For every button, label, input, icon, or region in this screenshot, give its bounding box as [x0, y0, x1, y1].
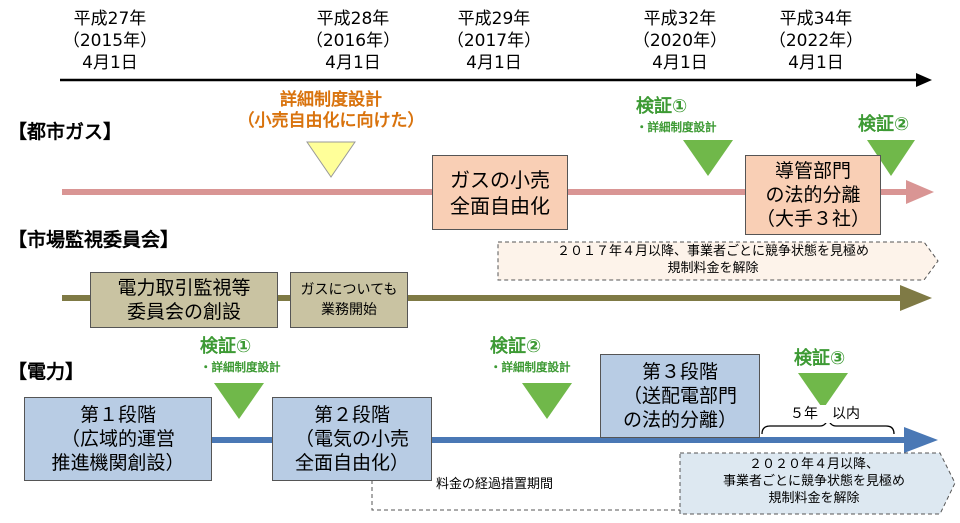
stage2-box: 第２段階 （電気の小売 全面自由化）	[272, 397, 432, 481]
five-year-label: ５年 以内	[790, 405, 860, 423]
market-arrowhead	[900, 285, 932, 311]
date-2022: 平成34年 （2022年） 4月1日	[768, 9, 864, 73]
gas-design-triangle	[306, 141, 356, 178]
ele-verify3-triangle	[798, 373, 848, 409]
section-gas: 【都市ガス】	[8, 121, 123, 143]
gas-arrowhead	[906, 180, 934, 204]
market-committee-box: 電力取引監視等 委員会の創設	[90, 272, 278, 328]
transition-bracket	[371, 452, 684, 511]
date-2015: 平成27年 （2015年） 4月1日	[62, 9, 158, 73]
ele-verify2-triangle	[522, 383, 572, 419]
ele-verify1-triangle	[214, 383, 264, 419]
date-2020: 平成32年 （2020年） 4月1日	[632, 9, 728, 73]
transition-label: 料金の経過措置期間	[436, 477, 554, 492]
market-gas-box: ガスについても 業務開始	[290, 272, 408, 328]
electricity-arrowhead	[904, 427, 938, 453]
gas-note: ２０１７年４月以降、事業者ごとに競争状態を見極め 規制料金を解除	[556, 244, 869, 276]
gas-verify1-title: 検証①	[636, 96, 688, 117]
ele-verify2-sub: ・詳細制度設計	[490, 360, 571, 374]
timeline-arrowhead	[916, 73, 932, 87]
ele-verify1-sub: ・詳細制度設計	[200, 360, 281, 374]
gas-note-shape	[497, 241, 939, 281]
gas-verify2-triangle	[867, 140, 915, 176]
date-2017: 平成29年 （2017年） 4月1日	[446, 9, 542, 73]
ele-note-shape	[679, 452, 956, 515]
section-market: 【市場監視委員会】	[8, 229, 180, 251]
ele-note: ２０２０年４月以降、 事業者ごとに競争状態を見極め 規制料金を解除	[722, 457, 905, 506]
gas-verify1-sub: ・詳細制度設計	[636, 120, 717, 134]
gas-design-label: 詳細制度設計 （小売自由化に向けた）	[237, 90, 425, 131]
gas-retail-box: ガスの小売 全面自由化	[432, 155, 568, 230]
ele-verify3-title: 検証③	[794, 348, 846, 369]
ele-verify1-title: 検証①	[200, 336, 252, 357]
gas-verify1-triangle	[683, 140, 733, 176]
stage3-box: 第３段階 （送配電部門 の法的分離）	[600, 354, 760, 438]
gas-verify2-title: 検証②	[858, 114, 910, 135]
stage1-box: 第１段階 （広域的運営 推進機関創設）	[24, 397, 212, 481]
gas-pipeline-box: 導管部門 の法的分離 （大手３社）	[745, 155, 881, 235]
date-2016: 平成28年 （2016年） 4月1日	[305, 9, 401, 73]
section-electricity: 【電力】	[8, 361, 85, 383]
ele-verify2-title: 検証②	[490, 336, 542, 357]
